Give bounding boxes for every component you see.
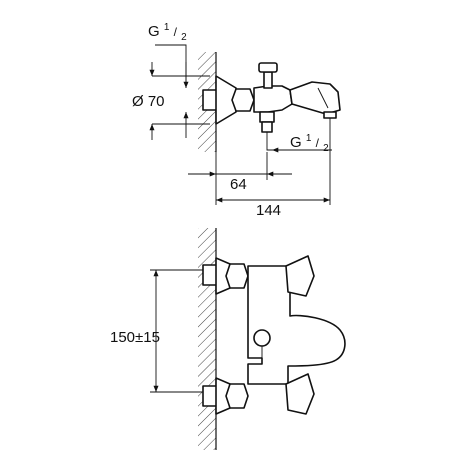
shower-outlet	[259, 111, 275, 123]
escutcheon-rose	[215, 75, 237, 125]
handle-lower	[285, 373, 315, 415]
spout	[289, 81, 341, 115]
hex-nut-top	[231, 88, 255, 112]
hex-nut-upper	[225, 263, 249, 289]
wall-hatch-bottom	[198, 228, 216, 450]
body-inlet-hole	[253, 329, 271, 347]
diameter-label: Ø 70	[132, 93, 165, 110]
wall-connector-lower	[202, 385, 218, 407]
mixer-body-front	[247, 265, 346, 385]
top-thread-label: G 1 / 2	[148, 17, 187, 43]
depth-total-label: 144	[256, 202, 281, 219]
shower-outlet-thread	[261, 121, 273, 133]
handle-upper	[285, 255, 315, 297]
depth-short-label: 64	[230, 176, 247, 193]
diverter-stem	[263, 71, 273, 89]
wall-connector-top	[202, 89, 218, 111]
mixer-body	[253, 85, 293, 113]
diverter-knob	[258, 62, 278, 73]
outlet-thread-label: G 1 / 2	[290, 128, 329, 154]
spacing-label: 150±15	[110, 329, 160, 346]
side-view: G 1 / 2 Ø 70 G 1 / 2 64 144	[132, 17, 341, 219]
hex-nut-lower	[225, 383, 249, 409]
spout-outlet	[323, 111, 337, 119]
front-view: 150±15	[110, 228, 346, 450]
wall-connector-upper	[202, 264, 218, 286]
